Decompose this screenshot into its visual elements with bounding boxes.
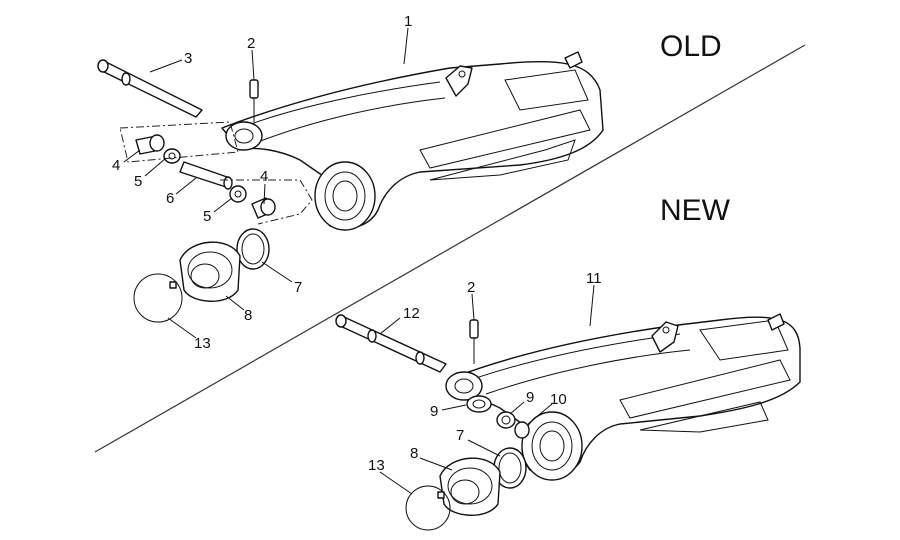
callout-label: 2 [247, 35, 255, 52]
new-bearing-right [496, 411, 516, 429]
callout-label: 9 [430, 403, 438, 420]
new-swingarm [445, 313, 801, 481]
new-bolt [469, 319, 479, 364]
old-bushing-left [135, 134, 165, 155]
callout-label: 13 [194, 335, 211, 352]
new-clamp-band [405, 485, 451, 531]
section-divider [94, 44, 806, 453]
old-washer-right [229, 185, 247, 203]
callout-leaders [123, 27, 595, 495]
old-washer-left [163, 148, 181, 164]
callout-label: 11 [586, 270, 602, 287]
callout-label: 3 [184, 50, 192, 67]
callout-label: 4 [260, 168, 268, 185]
new-bearing-left [466, 395, 492, 413]
old-boot [179, 241, 241, 302]
new-section-label: NEW [660, 194, 731, 227]
old-clamp-band [133, 273, 183, 323]
callout-label: 6 [166, 190, 174, 207]
old-washer-left-hole [168, 152, 176, 160]
callout-label: 9 [526, 389, 534, 406]
old-clamp-ring [236, 228, 270, 270]
old-pivot-shaft [97, 59, 203, 118]
old-assembly-lines [119, 121, 313, 225]
new-boot [439, 457, 501, 516]
old-swingarm [221, 51, 604, 231]
new-pivot-shaft [335, 314, 447, 373]
old-section-label: OLD [660, 30, 722, 63]
callout-label: 5 [203, 208, 211, 225]
callout-label: 7 [456, 427, 464, 444]
callout-label: 12 [403, 305, 420, 322]
old-bushing-right [251, 197, 276, 219]
old-washer-right-hole [234, 190, 242, 198]
new-seal [514, 421, 530, 439]
callout-label: 8 [244, 307, 252, 324]
callout-label: 2 [467, 279, 475, 296]
callout-label: 10 [550, 391, 567, 408]
callout-label: 1 [404, 13, 412, 30]
callout-label: 5 [134, 173, 142, 190]
callout-label: 8 [410, 445, 418, 462]
callout-label: 7 [294, 279, 302, 296]
callout-label: 4 [112, 157, 120, 174]
callout-label: 13 [368, 457, 385, 474]
